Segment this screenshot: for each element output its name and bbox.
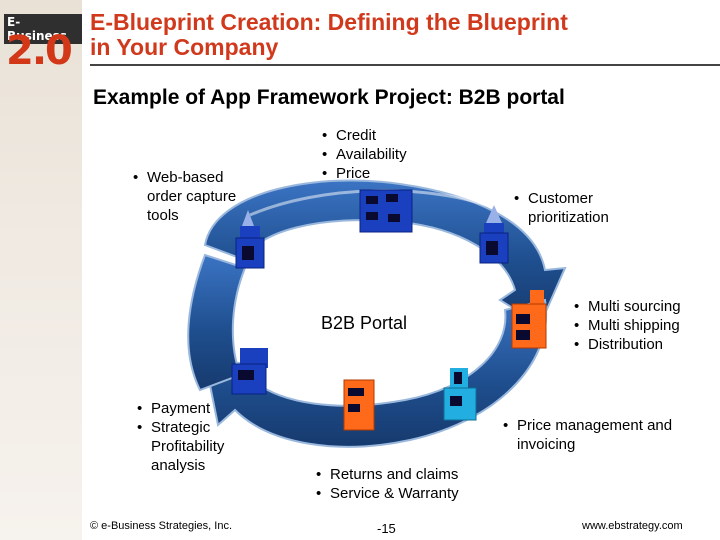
slide-subtitle: Example of App Framework Project: B2B po… <box>93 86 565 109</box>
callout-item: Distribution <box>574 335 681 354</box>
title-bar: E-Blueprint Creation: Defining the Bluep… <box>90 0 720 66</box>
page-title-line2: in Your Company <box>90 34 279 60</box>
page-number: -15 <box>377 521 396 536</box>
callout-item: Returns and claims <box>316 465 459 484</box>
building-icon <box>479 205 509 264</box>
callout-item: Availability <box>322 145 407 164</box>
callout-item: Multi sourcing <box>574 297 681 316</box>
footer-url: www.ebstrategy.com <box>582 520 683 532</box>
building-icon <box>511 290 547 349</box>
ring-band-left <box>187 253 247 392</box>
logo-small-text: E-Business <box>4 14 82 44</box>
callout-item: Price <box>322 164 407 183</box>
page-title-line1: E-Blueprint Creation: Defining the Bluep… <box>90 9 568 35</box>
ring-band <box>203 179 567 327</box>
callout-sourcing: Multi sourcing Multi shipping Distributi… <box>574 297 681 354</box>
logo-big-text: 2.0 <box>6 28 73 74</box>
callout-item: Multi shipping <box>574 316 681 335</box>
callout-returns: Returns and claims Service & Warranty <box>316 465 459 503</box>
building-icon <box>231 348 268 395</box>
building-icon <box>343 379 375 431</box>
sidebar-decoration: E-Business 2.0 <box>0 0 82 540</box>
callout-item: Service & Warranty <box>316 484 459 503</box>
callout-credit: Credit Availability Price <box>322 126 407 183</box>
building-icon <box>443 368 477 421</box>
center-label: B2B Portal <box>321 313 408 333</box>
page-title: E-Blueprint Creation: Defining the Bluep… <box>90 10 568 60</box>
building-icon <box>235 210 265 269</box>
callout-item: Payment <box>137 399 224 418</box>
footer-copyright: © e-Business Strategies, Inc. <box>90 520 233 532</box>
building-icon <box>359 189 413 233</box>
callout-item: Credit <box>322 126 407 145</box>
title-rule <box>90 64 720 66</box>
